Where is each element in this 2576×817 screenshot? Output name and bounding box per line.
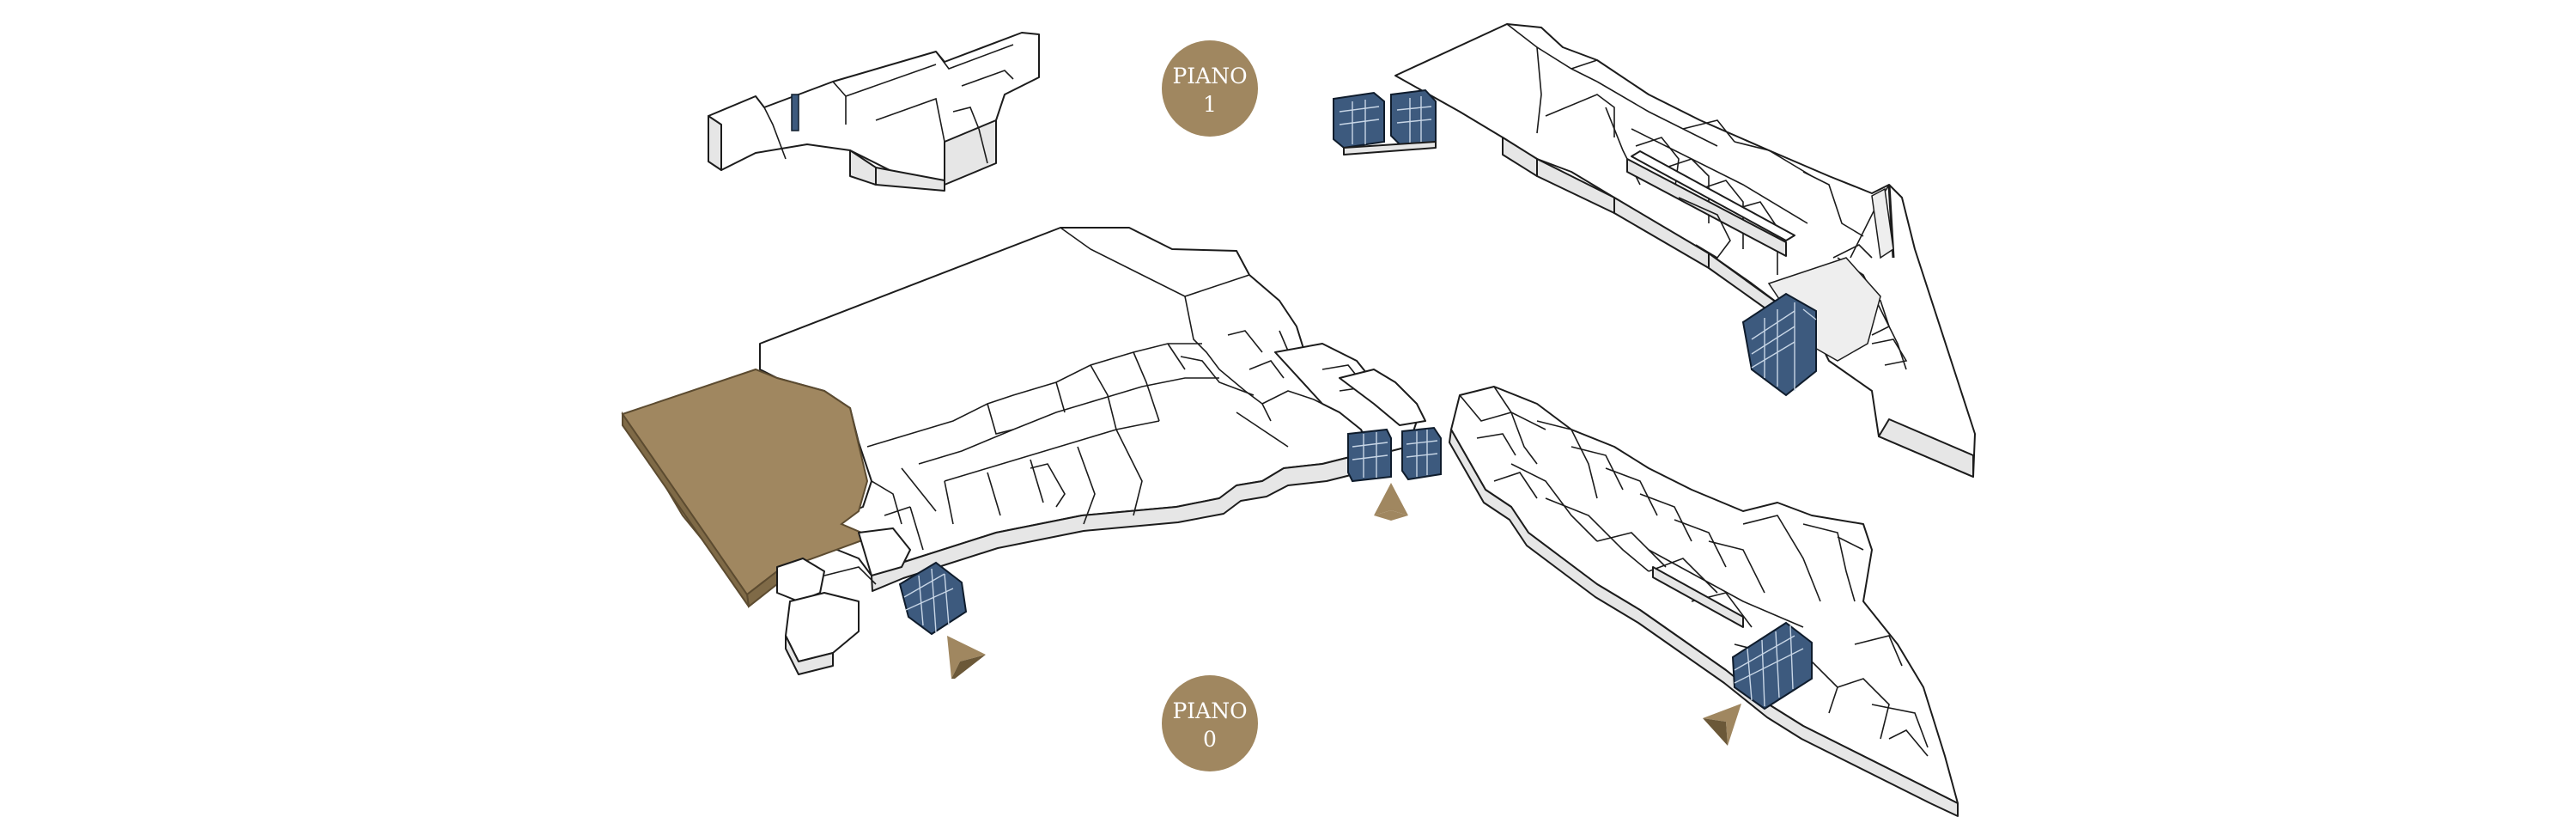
piano-1-west-block xyxy=(708,32,1040,192)
floor-badge-piano-1[interactable]: PIANO 1 xyxy=(1162,40,1258,137)
glass-elevator-icon[interactable] xyxy=(1731,621,1813,710)
glass-elevator-icon[interactable] xyxy=(1333,88,1437,155)
piano-0-west-block xyxy=(621,227,1379,675)
piano-0-east-wing xyxy=(1449,386,1959,817)
entrance-arrow-icon[interactable] xyxy=(947,636,986,679)
floor-badge-label: PIANO xyxy=(1172,698,1247,723)
piano-1-east-wing xyxy=(1394,23,1976,478)
glass-elevator-icon[interactable] xyxy=(1347,426,1442,483)
floor-badge-label: PIANO xyxy=(1172,64,1247,88)
anchor-store[interactable] xyxy=(621,368,874,596)
floor-badge-number: 0 xyxy=(1203,727,1217,752)
glass-elevator-icon[interactable] xyxy=(1741,292,1817,397)
floor-badge-piano-0[interactable]: PIANO 0 xyxy=(1162,675,1258,771)
glass-elevator-icon[interactable] xyxy=(898,561,968,636)
entrance-arrow-icon[interactable] xyxy=(1374,483,1408,521)
glass-elevator-icon xyxy=(791,94,799,131)
floor-badge-number: 1 xyxy=(1203,92,1217,117)
entrance-arrow-icon[interactable] xyxy=(1703,704,1741,746)
